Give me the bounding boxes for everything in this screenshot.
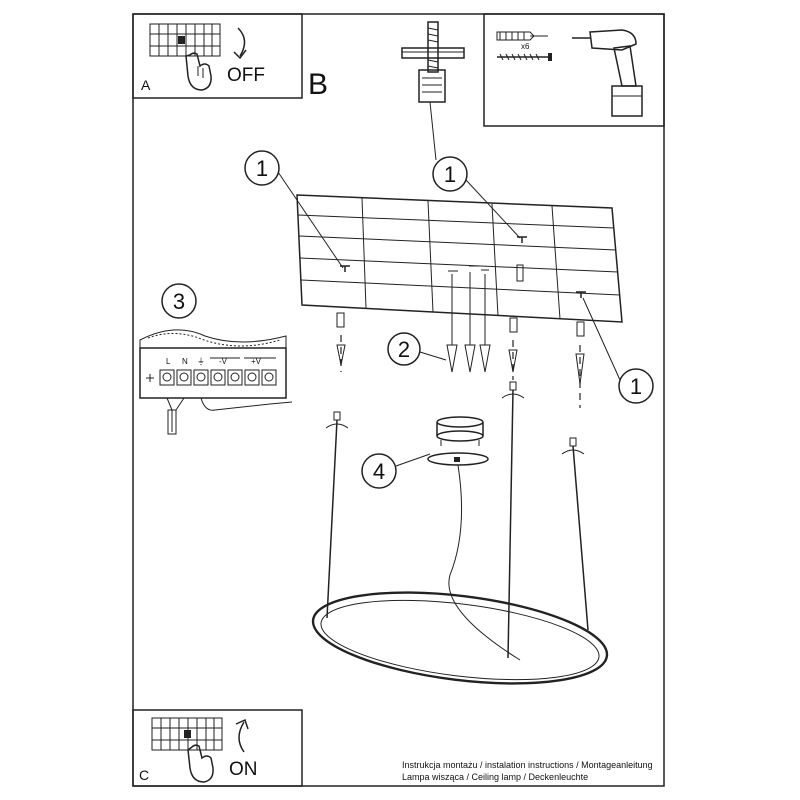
panel-c-on-label: ON	[229, 759, 258, 780]
tools-quantity-label: x6	[521, 42, 530, 51]
cable-holder-icon	[418, 69, 446, 103]
svg-text:1: 1	[444, 162, 456, 187]
fuse-box-icon	[151, 717, 223, 751]
footer-title-line-2: Lampa wisząca / Ceiling lamp / Deckenleu…	[402, 772, 588, 782]
footer-title-line-1: Instrukcja montażu / instalation instruc…	[402, 760, 653, 770]
callout-1-bottom-right	[618, 368, 654, 404]
rotate-arrow-off	[237, 27, 246, 57]
svg-text:4: 4	[373, 459, 385, 484]
svg-text:1: 1	[630, 374, 642, 399]
panel-b-letter: B	[308, 68, 328, 101]
anchors-group	[336, 272, 585, 408]
hand-icon	[185, 52, 212, 91]
tools-box-frame	[483, 13, 665, 127]
tools-box: x6	[483, 13, 665, 127]
wall-plugs-icon	[496, 31, 548, 41]
terminal-label-n: N	[182, 357, 188, 366]
fuse-box-icon	[149, 23, 221, 57]
callout-4-canopy	[361, 453, 397, 489]
callout-2-anchors	[387, 332, 421, 366]
panel-c: C ON	[132, 709, 303, 787]
panel-a-letter: A	[141, 77, 151, 93]
panel-a: A OFF	[132, 13, 303, 99]
panel-c-letter: C	[139, 767, 149, 783]
terminal-label-l: L	[166, 357, 171, 366]
ceiling-plate	[296, 194, 623, 323]
terminal-label-plus-v: +V	[251, 357, 262, 366]
callout-1-top-left	[244, 150, 280, 186]
terminal-label-ground: ⏚	[197, 357, 205, 366]
panel-a-off-label: OFF	[227, 65, 265, 86]
ground-symbol-icon	[146, 374, 154, 382]
hand-icon	[187, 744, 214, 783]
callout-1-top-right	[432, 156, 468, 192]
ceiling-mount-detail	[401, 21, 465, 161]
callout-3-terminal	[161, 283, 197, 319]
page-frame	[132, 13, 665, 787]
terminal-block: L N ⏚ -V +V	[139, 329, 293, 435]
screws-icon	[497, 53, 552, 61]
suspension-cables	[325, 381, 589, 659]
terminal-screws	[159, 369, 277, 386]
callouts: 1 1 1 2 3 4	[161, 150, 654, 489]
ceiling-slab	[401, 47, 465, 59]
panel-c-frame	[132, 709, 303, 787]
svg-text:1: 1	[256, 156, 268, 181]
canopy	[427, 416, 521, 661]
svg-text:2: 2	[398, 337, 410, 362]
rotate-arrow-on	[238, 721, 245, 753]
panel-a-frame	[132, 13, 303, 99]
drill-icon	[572, 29, 643, 117]
terminal-label-minus-v: -V	[219, 357, 228, 366]
ceiling-screw-icon	[427, 21, 439, 73]
svg-text:3: 3	[173, 289, 185, 314]
ring-lamp	[311, 591, 609, 685]
